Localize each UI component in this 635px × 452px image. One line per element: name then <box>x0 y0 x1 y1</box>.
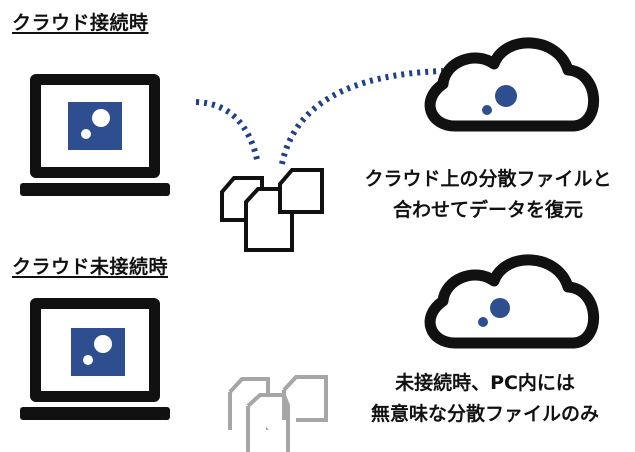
dotted-connection-line <box>279 68 444 165</box>
disconnected-caption-line1: 未接続時、PC内には <box>395 372 575 394</box>
file-fragments-icon <box>220 168 324 252</box>
file-fragments-icon <box>228 375 328 452</box>
disconnected-caption-line2: 無意味な分散ファイルのみ <box>370 403 599 425</box>
disconnected-caption: 未接続時、PC内には 無意味な分散ファイルのみ <box>340 368 630 430</box>
cloud-icon <box>424 37 600 132</box>
cloud-icon <box>424 254 600 349</box>
dotted-connection-line <box>195 99 261 165</box>
disconnected-heading: クラウド未接続時 <box>12 256 169 278</box>
connected-caption-line2: 合わせてデータを復元 <box>392 199 583 221</box>
laptop-icon <box>20 74 170 196</box>
connected-heading: クラウド接続時 <box>12 12 149 34</box>
connected-caption-line1: クラウド上の分散ファイルと <box>364 168 612 190</box>
connected-caption: クラウド上の分散ファイルと 合わせてデータを復元 <box>348 164 628 226</box>
laptop-icon <box>20 298 170 420</box>
